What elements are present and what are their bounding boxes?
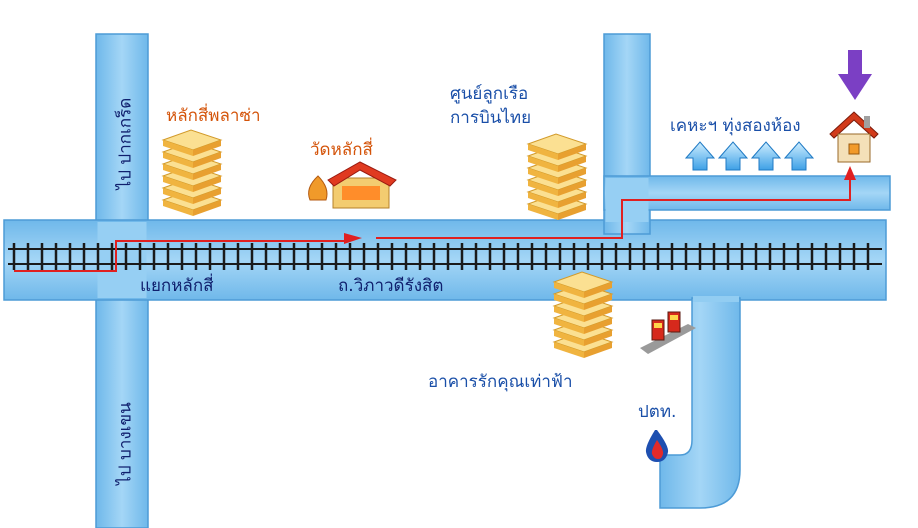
up-arrow-icons [684, 141, 815, 171]
building-floor-side [163, 164, 193, 180]
landmark-ptt-station: ปตท. [638, 402, 677, 422]
building-floor-side [193, 164, 221, 180]
route-arrowhead-1 [344, 233, 362, 244]
up-arrow-icon [750, 141, 782, 171]
building-floor-side [554, 330, 584, 346]
building-floor-side [558, 204, 586, 220]
route-line-2 [376, 176, 851, 239]
building-floor-side [558, 168, 586, 184]
building-floor-side [584, 306, 612, 322]
landmark-destination: เคหะฯ ทุ่งสองห้อง [670, 116, 801, 136]
landmark-wat-laksi: วัดหลักสี่ [310, 140, 373, 160]
building-floor-side [193, 188, 221, 204]
building-floor-side [528, 192, 558, 208]
building-floor-side [554, 282, 584, 298]
building-floor-side [584, 318, 612, 334]
building-floor-side [558, 156, 586, 172]
road-label-laksi-junction: แยกหลักสี่ [140, 276, 214, 296]
building-icon [552, 271, 614, 358]
up-arrow-icon [684, 141, 716, 171]
building-floor-side [554, 342, 584, 358]
building-floor-side [163, 188, 193, 204]
up-arrow-icon [783, 141, 815, 171]
building-floor-side [163, 152, 193, 168]
building-floor-side [584, 294, 612, 310]
building-floor-side [528, 204, 558, 220]
temple-icon [308, 161, 397, 209]
building-floor-side [558, 192, 586, 208]
road-label-to-bangkhen: ไป บางเขน [115, 402, 136, 485]
building-floor-side [528, 168, 558, 184]
down-arrow-icon [838, 50, 872, 100]
landmark-rak-khun-building: อาคารรักคุณเท่าฟ้า [428, 372, 573, 392]
building-floor-side [558, 144, 586, 160]
building-floor-side [554, 306, 584, 322]
building-floor-side [554, 294, 584, 310]
route-line [14, 240, 350, 272]
building-floor-side [163, 176, 193, 192]
building-floor-side [584, 330, 612, 346]
building-icon [161, 129, 223, 216]
up-arrow-icon [717, 141, 749, 171]
route-arrowhead-2 [844, 166, 856, 180]
building-floor-side [193, 140, 221, 156]
road-vibhavadi [3, 219, 887, 301]
road-lower-right [659, 297, 741, 509]
road-label-vibhavadi: ถ.วิภาวดีรังสิต [338, 276, 444, 296]
road-label-to-pakkret: ไป ปากเกร็ด [115, 97, 136, 190]
building-floor-side [528, 156, 558, 172]
building-floor-side [193, 152, 221, 168]
building-floor-side [558, 180, 586, 196]
landmark-thai-airways-line1: ศูนย์ลูกเรือ [450, 84, 529, 104]
building-icon [526, 133, 588, 220]
landmark-thai-airways-line2: การบินไทย [450, 108, 532, 128]
house-icon [829, 111, 879, 163]
building-floor-side [584, 282, 612, 298]
building-floor-side [193, 200, 221, 216]
building-floor-side [528, 144, 558, 160]
railway [8, 243, 882, 270]
building-floor-side [193, 176, 221, 192]
ptt-drop-icon [645, 430, 669, 462]
building-floor-side [528, 180, 558, 196]
gas-pump-icon [640, 311, 696, 354]
road-branch-destination [603, 175, 891, 211]
building-floor-side [163, 140, 193, 156]
building-floor-side [554, 318, 584, 334]
building-floor-side [163, 200, 193, 216]
building-floor-side [584, 342, 612, 358]
landmark-laksi-plaza: หลักสี่พลาซ่า [166, 106, 261, 126]
